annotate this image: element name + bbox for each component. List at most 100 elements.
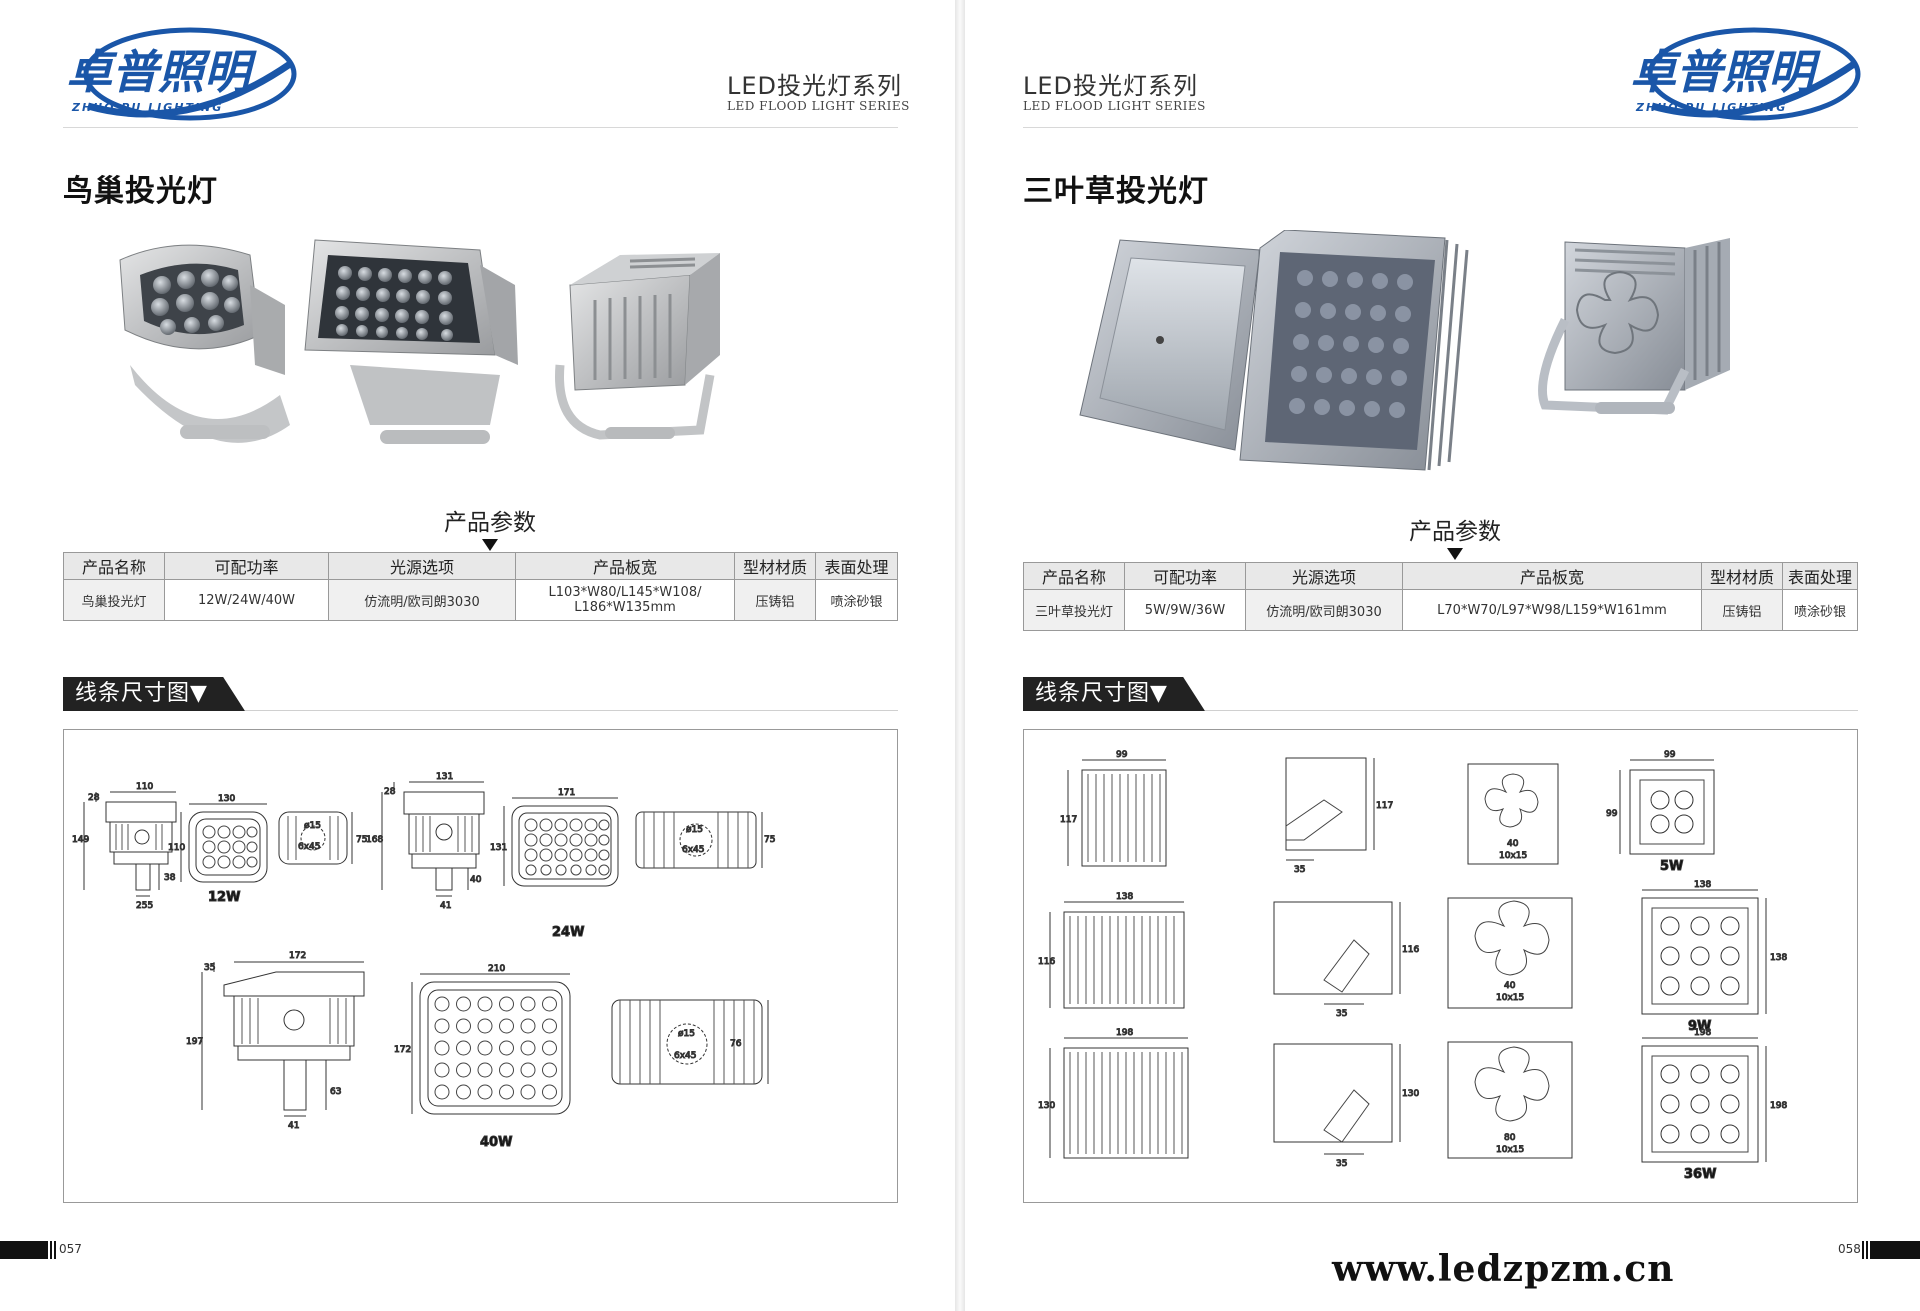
spec-table-header: 产品名称 可配功率 光源选项 产品板宽 型材材质 表面处理	[63, 552, 898, 580]
brand-logo: 卓普照明 ZHUO PU LIGHTING	[66, 27, 297, 121]
product-photo-24w	[304, 239, 518, 444]
product-photo-36w	[1538, 238, 1730, 415]
drawing-12w-rear	[278, 811, 353, 865]
dim-5w-bracket: 35	[1294, 865, 1305, 875]
dim-5w-height: 117	[1060, 815, 1077, 825]
th-name: 产品名称	[63, 552, 165, 580]
th-power: 可配功率	[164, 552, 329, 580]
dim-12w-front-height: 110	[168, 843, 185, 853]
dimension-drawings: 110 28 149 38 255 130 110 12W	[63, 729, 898, 1203]
td-power: 12W/24W/40W	[164, 579, 329, 621]
spec-table: 产品名称 可配功率 光源选项 产品板宽 型材材质 表面处理 鸟巢投光灯 12W/…	[63, 552, 898, 621]
logo-text-en: ZHUO PU LIGHTING	[71, 101, 223, 114]
th-power-right: 可配功率	[1124, 562, 1246, 590]
spec-table-row-right: 三叶草投光灯 5W/9W/36W 仿流明/欧司朗3030 L70*W70/L97…	[1023, 589, 1858, 631]
label-24w: 24W	[552, 925, 584, 940]
params-arrow-icon	[482, 539, 498, 551]
dim-9w-slot-width: 40	[1504, 981, 1516, 991]
page-spine	[955, 0, 965, 1311]
dim-5w-front-width: 99	[1664, 750, 1676, 760]
logo-text-en-right: ZHUO PU LIGHTING	[1635, 101, 1787, 114]
section-rule-right	[1205, 710, 1858, 711]
product-photos-right	[1079, 230, 1730, 471]
dim-36w-bracket: 35	[1336, 1159, 1347, 1169]
drawing-12w-front	[180, 803, 268, 883]
dim-24w-front-height: 131	[490, 843, 507, 853]
website-url: www.ledzpzm.cn	[1332, 1248, 1675, 1290]
params-label: 产品参数	[444, 510, 536, 536]
drawing-5w-row	[1067, 757, 1715, 867]
dim-40w-height: 197	[186, 1037, 203, 1047]
dim-5w-slot-width: 40	[1507, 839, 1519, 849]
dim-24w-hole: ø15	[686, 825, 703, 835]
product-photos	[119, 239, 720, 444]
dim-36w-height: 130	[1038, 1101, 1055, 1111]
dim-24w-rear-depth: 75	[764, 835, 775, 845]
dim-9w-side-height: 116	[1402, 945, 1419, 955]
label-5w: 5W	[1660, 859, 1683, 874]
header-divider-right	[1023, 127, 1858, 128]
section-band: 线条尺寸图▼	[63, 677, 245, 711]
th-finish: 表面处理	[815, 552, 898, 580]
td-material: 压铸铝	[734, 579, 816, 621]
dim-5w-width: 99	[1116, 750, 1128, 760]
section-label: 线条尺寸图▼	[75, 681, 208, 706]
page-number-right: 058	[1838, 1242, 1861, 1256]
series-cn-right: LED投光灯系列	[1023, 72, 1199, 100]
page-bar-right	[1862, 1241, 1920, 1259]
page-bar-left	[0, 1241, 56, 1259]
spec-table-header-right: 产品名称 可配功率 光源选项 产品板宽 型材材质 表面处理	[1023, 562, 1858, 590]
series-en-right: LED FLOOD LIGHT SERIES	[1023, 99, 1206, 113]
drawing-24w-rear	[635, 811, 763, 869]
left-page: 卓普照明 ZHUO PU LIGHTING LED投光灯系列 LED FLOOD…	[0, 0, 955, 1311]
label-12w: 12W	[208, 890, 240, 905]
td-finish: 喷涂砂银	[815, 579, 898, 621]
dim-36w-side-height: 130	[1402, 1089, 1419, 1099]
th-source-right: 光源选项	[1245, 562, 1403, 590]
drawing-24w-side	[381, 781, 485, 897]
dim-12w-rear-depth: 75	[356, 835, 367, 845]
params-heading-right: 产品参数	[1375, 512, 1535, 560]
section-band-right: 线条尺寸图▼	[1023, 677, 1205, 711]
dim-40w-hole: ø15	[678, 1029, 695, 1039]
dim-24w-slot: 6x45	[682, 845, 705, 855]
page-number-left: 057	[59, 1242, 82, 1256]
series-label: LED投光灯系列 LED FLOOD LIGHT SERIES	[727, 66, 927, 113]
label-9w: 9W	[1688, 1019, 1711, 1034]
td-source: 仿流明/欧司朗3030	[328, 579, 516, 621]
dim-36w-front-width: 198	[1694, 1028, 1711, 1038]
drawing-9w-row	[1049, 889, 1767, 1015]
dim-12w-stem: 255	[136, 901, 153, 911]
product-photo-9w	[1239, 230, 1469, 471]
dim-40w-rear-depth: 76	[730, 1039, 742, 1049]
dim-40w-front-height: 172	[394, 1045, 411, 1055]
product-title-right: 三叶草投光灯	[1023, 174, 1209, 209]
td-name: 鸟巢投光灯	[63, 579, 165, 621]
dim-12w-height: 149	[72, 835, 89, 845]
dim-12w-front-width: 130	[218, 794, 235, 804]
dim-9w-front-width: 138	[1694, 880, 1711, 890]
dim-24w-height: 168	[366, 835, 383, 845]
dim-12w-top: 28	[88, 793, 100, 803]
dim-36w-slot-width: 80	[1504, 1133, 1516, 1143]
dim-24w-stem: 41	[440, 901, 451, 911]
spec-table-right: 产品名称 可配功率 光源选项 产品板宽 型材材质 表面处理 三叶草投光灯 5W/…	[1023, 562, 1858, 631]
td-size-line1: L103*W80/L145*W108/	[548, 585, 702, 600]
th-source: 光源选项	[328, 552, 516, 580]
td-size-line2: L186*W135mm	[574, 600, 676, 615]
drawing-40w-side	[201, 961, 365, 1117]
drawing-12w-side	[83, 791, 177, 897]
product-photo-40w	[555, 253, 720, 440]
th-material-right: 型材材质	[1701, 562, 1783, 590]
label-40w: 40W	[480, 1135, 512, 1150]
dim-40w-base: 63	[330, 1087, 341, 1097]
drawing-24w-front	[503, 797, 619, 887]
params-arrow-icon-right	[1447, 548, 1463, 560]
drawing-36w-row	[1049, 1037, 1767, 1163]
logo-text-cn: 卓普照明	[66, 45, 257, 99]
brand-logo-right: 卓普照明 ZHUO PU LIGHTING	[1630, 27, 1861, 121]
dim-9w-slot: 10x15	[1496, 993, 1524, 1003]
th-size: 产品板宽	[515, 552, 735, 580]
header-divider	[63, 127, 898, 128]
drawing-40w-rear	[611, 999, 769, 1085]
